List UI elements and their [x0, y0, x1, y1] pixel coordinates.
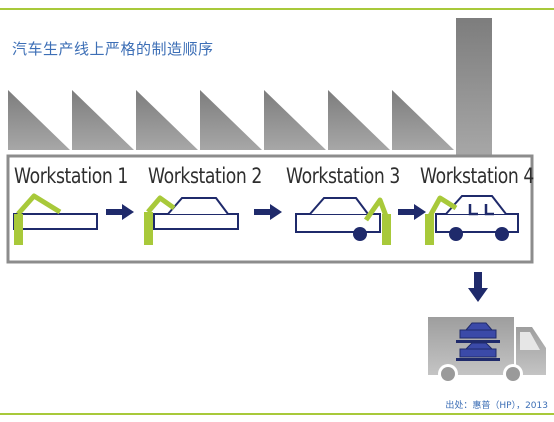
car-chassis-icon — [153, 213, 239, 230]
workstation-2-label: Workstation 2 — [148, 164, 262, 188]
robot-arm-icon — [144, 195, 176, 245]
robot-arm-icon — [425, 195, 458, 245]
workstation-1-scene — [13, 193, 98, 245]
delivery-truck-icon — [428, 317, 546, 384]
arrow-right-icon — [398, 204, 426, 220]
factory-chimney — [456, 18, 492, 156]
workstation-4-label: Workstation 4 — [420, 164, 534, 188]
workstation-3-label: Workstation 3 — [286, 164, 400, 188]
source-credit: 出处：惠普（HP），2013 — [445, 401, 548, 411]
robot-arm-icon — [363, 197, 391, 245]
robot-arm-icon — [14, 193, 62, 245]
workstation-2-scene — [144, 195, 239, 245]
workstation-1-label: Workstation 1 — [14, 164, 128, 188]
stacked-cars-icon — [456, 322, 500, 361]
bottom-accent-line — [0, 413, 554, 415]
car-seat-icon — [468, 204, 478, 216]
arrow-right-icon — [254, 204, 282, 220]
wheel-icon — [495, 227, 509, 241]
car-chassis-icon — [13, 213, 98, 230]
wheel-icon — [449, 227, 463, 241]
car-seat-icon — [484, 204, 494, 216]
workstation-4-scene — [425, 195, 519, 245]
arrow-down-icon — [468, 272, 488, 302]
wheel-icon — [353, 227, 367, 241]
page-title: 汽车生产线上严格的制造顺序 — [12, 40, 214, 58]
arrow-right-icon — [106, 204, 134, 220]
factory-roof — [8, 90, 454, 150]
top-accent-line — [0, 8, 554, 10]
workstation-3-scene — [295, 197, 391, 245]
car-body-icon — [309, 197, 369, 215]
